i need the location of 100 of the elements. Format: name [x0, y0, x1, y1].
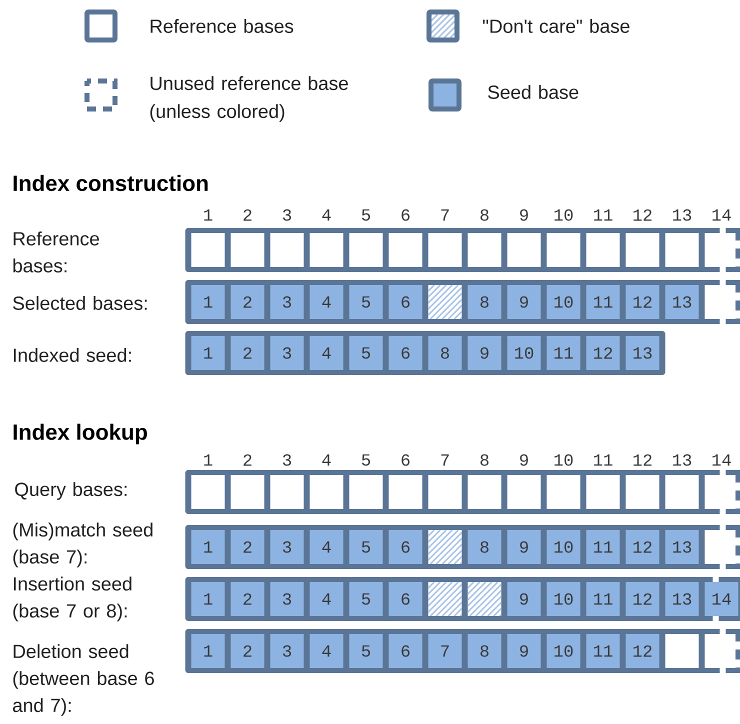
seed-cell: 11: [546, 336, 580, 370]
column-number: 1: [204, 454, 212, 466]
seed-cell: 1: [191, 336, 225, 370]
row-label: Reference bases:: [13, 232, 99, 272]
row-label: (Mis)match seed (base 7):: [13, 522, 152, 568]
base-cell: [310, 475, 344, 509]
seed-cell: 8: [468, 285, 502, 319]
base-cell: [349, 233, 383, 267]
seed-cell: 8: [428, 336, 462, 370]
seed-cell: 11: [586, 530, 620, 564]
seed-cell: 3: [270, 582, 304, 616]
hatched-cell: [428, 582, 462, 616]
hatched-cell: [428, 285, 462, 319]
column-number: 2: [244, 454, 252, 466]
seed-cell: 3: [270, 336, 304, 370]
seed-cell: 12: [626, 285, 660, 319]
base-cell: [586, 475, 620, 509]
base-cell: [546, 233, 580, 267]
column-number: 5: [362, 209, 370, 221]
base-cell: [191, 233, 225, 267]
seed-cell: 4: [310, 634, 344, 668]
column-number: 10: [554, 209, 573, 221]
legend-text: Unused reference base (unless colored): [150, 76, 348, 122]
column-number: 4: [322, 209, 331, 221]
seed-cell: 11: [586, 582, 620, 616]
row-label: Insertion seed (base 7 or 8):: [13, 576, 132, 622]
base-cell: [468, 475, 502, 509]
section-heading: Index construction: [14, 174, 208, 192]
seed-cell: 6: [388, 285, 422, 319]
base-cell: [626, 233, 660, 267]
seed-cell: 4: [310, 336, 344, 370]
base-cell: [665, 233, 699, 267]
seed-cell: 10: [546, 285, 580, 319]
seed-cell: 9: [507, 285, 541, 319]
seed-cell: 9: [507, 634, 541, 668]
seed-cell: 11: [586, 634, 620, 668]
column-number: 9: [520, 209, 528, 221]
column-number: 1: [204, 209, 212, 221]
base-cell: [428, 233, 462, 267]
seed-cell: 12: [626, 530, 660, 564]
seed-cell: 9: [507, 530, 541, 564]
base-cell: [270, 233, 304, 267]
seed-cell: 13: [665, 530, 699, 564]
column-number: 3: [282, 209, 292, 221]
base-cell: [230, 475, 264, 509]
column-number: 3: [282, 454, 292, 466]
base-cell: [388, 233, 422, 267]
column-number: 8: [480, 209, 488, 221]
seed-cell: 9: [468, 336, 502, 370]
seed-cell: 2: [230, 530, 264, 564]
column-number: 13: [673, 454, 692, 466]
base-cell: [428, 475, 462, 509]
seed-cell: 13: [665, 582, 699, 616]
seed-cell: 7: [428, 634, 462, 668]
seed-cell: 5: [349, 530, 383, 564]
column-number: 4: [322, 454, 331, 466]
column-number: 10: [554, 454, 573, 466]
column-number: 8: [480, 454, 488, 466]
seed-cell: 2: [230, 634, 264, 668]
base-cell: [665, 475, 699, 509]
base-cell: [349, 475, 383, 509]
column-number: 11: [594, 209, 612, 221]
section-heading: Index lookup: [14, 424, 147, 444]
seed-cell: 10: [546, 582, 580, 616]
seed-cell: 6: [388, 634, 422, 668]
legend-text: Reference bases: [150, 19, 294, 33]
column-number: 13: [673, 209, 692, 221]
base-cell: [270, 475, 304, 509]
seed-cell: 3: [270, 530, 304, 564]
seed-cell: 12: [626, 634, 660, 668]
seed-cell: 1: [191, 582, 225, 616]
row-label: Selected bases:: [13, 296, 147, 310]
seed-cell: 10: [507, 336, 541, 370]
base-cell: [665, 634, 699, 668]
column-number: 12: [634, 454, 652, 466]
column-number: 6: [402, 209, 410, 221]
base-cell: [388, 475, 422, 509]
base-cell: [468, 233, 502, 267]
column-number: 11: [594, 454, 612, 466]
seed-cell: 13: [665, 285, 699, 319]
seed-cell: 2: [230, 582, 264, 616]
column-number: 7: [441, 454, 449, 466]
column-number: 12: [634, 209, 652, 221]
column-number: 7: [441, 209, 449, 221]
base-cell: [230, 233, 264, 267]
column-number: 6: [402, 454, 410, 466]
base-cell: [586, 233, 620, 267]
seed-cell: 6: [388, 530, 422, 564]
seed-cell: 4: [310, 530, 344, 564]
seed-cell: 6: [388, 582, 422, 616]
legend-text: "Don't care" base: [483, 19, 630, 33]
column-number: 5: [362, 454, 370, 466]
legend-text: Seed base: [488, 85, 578, 99]
seed-cell: 3: [270, 634, 304, 668]
base-cell: [310, 233, 344, 267]
seed-cell: 2: [230, 285, 264, 319]
seed-cell: 2: [230, 336, 264, 370]
seed-cell: 11: [586, 285, 620, 319]
seed-cell: 1: [191, 634, 225, 668]
seed-cell: 1: [191, 285, 225, 319]
